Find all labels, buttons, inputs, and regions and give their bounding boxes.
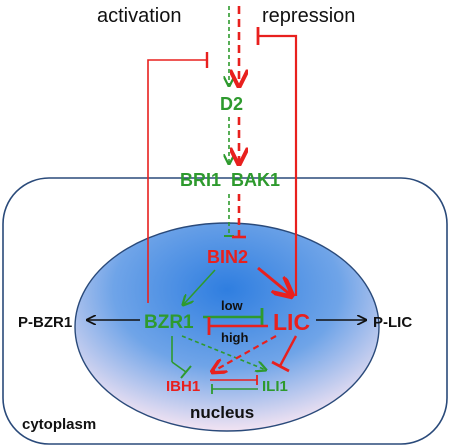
low-label: low [221, 298, 244, 313]
p-lic-label: P-LIC [373, 314, 412, 331]
bzr1-label: BZR1 [144, 312, 194, 333]
ili1-label: ILI1 [262, 378, 288, 395]
nucleus-label: nucleus [190, 403, 254, 422]
lic-activates-ibh1-arrow [212, 335, 277, 372]
bzr1-inhibits-ibh1-bar [180, 365, 192, 379]
lic-inhibits-ili1-bar [271, 360, 290, 373]
lic-label: LIC [273, 309, 310, 335]
lic-repression-line [258, 34, 298, 296]
p-bzr1-label: P-BZR1 [18, 314, 72, 331]
bin2-to-bzr1-arrow [183, 269, 216, 305]
bin2-to-lic-arrow [257, 266, 292, 296]
bin2-label: BIN2 [207, 247, 248, 267]
bri1-label: BRI1 [180, 170, 221, 190]
d2-label: D2 [220, 94, 243, 114]
bzr1-inhibits-ibh1-line2 [171, 361, 187, 373]
high-label: high [221, 330, 248, 345]
activation-label: activation [97, 5, 182, 27]
bzr1-feedback-line [147, 59, 207, 303]
bak1-label: BAK1 [231, 170, 280, 190]
ibh1-label: IBH1 [166, 378, 200, 395]
bzr1-activates-ili1-arrow [181, 335, 266, 370]
cytoplasm-label: cytoplasm [22, 416, 96, 433]
lic-inhibits-ili1-line [278, 335, 298, 367]
repression-label: repression [262, 5, 355, 27]
